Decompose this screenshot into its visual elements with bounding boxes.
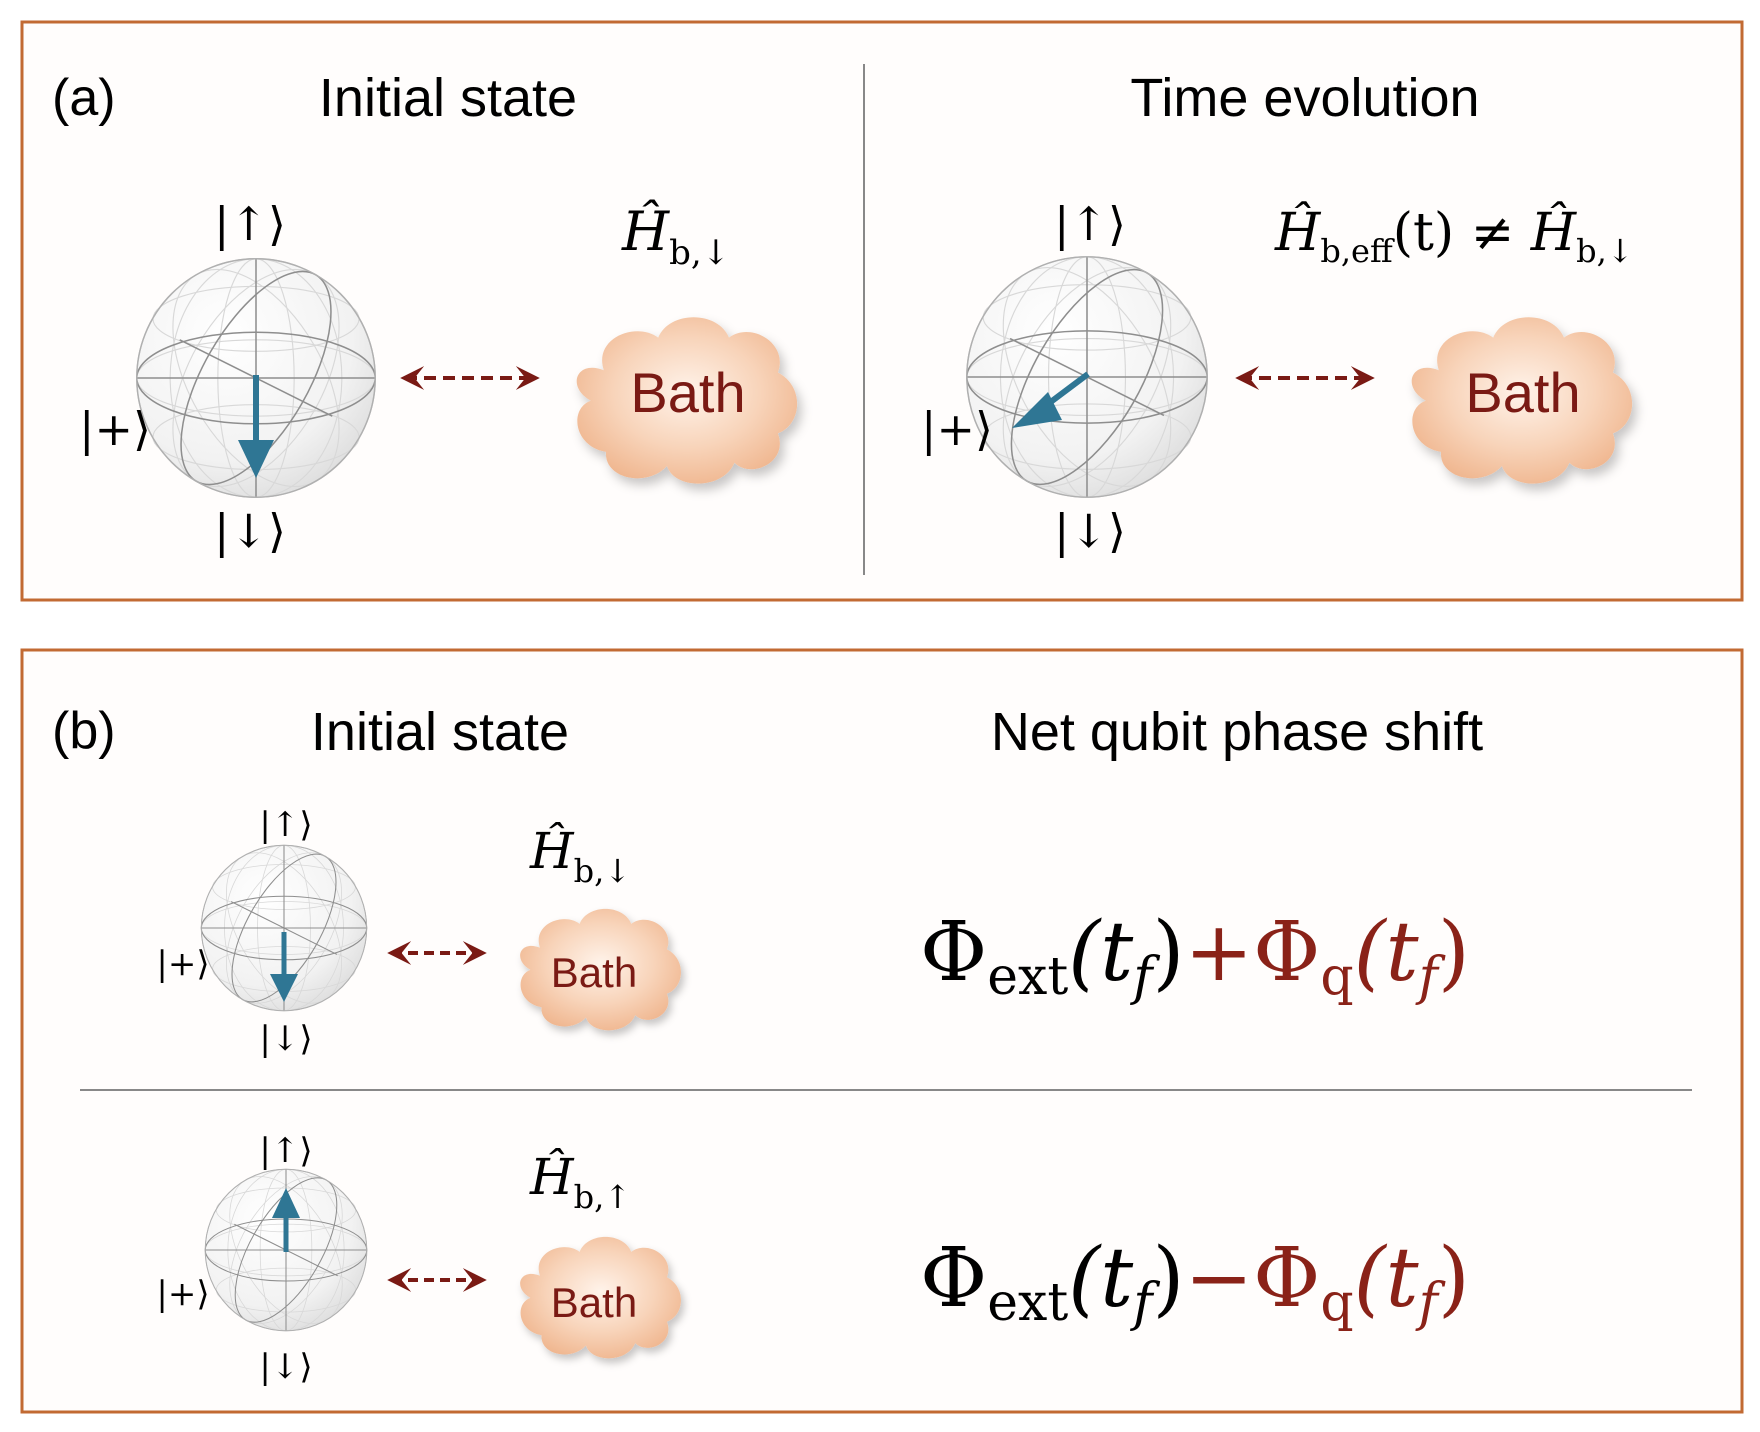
panel-a-right-title: Time evolution (1130, 68, 1479, 128)
state-arrow-down-head (238, 440, 274, 478)
bloch-sphere-b-up (204, 1156, 368, 1344)
ket-up-a1: |↑⟩ (214, 197, 286, 251)
ket-plus-a1: |+⟩ (79, 402, 151, 456)
panel-b-label: (b) (52, 702, 116, 760)
panel-a-left-title: Initial state (319, 68, 577, 128)
bloch-sphere-a-evolved (966, 238, 1208, 516)
ket-down-a1: |↓⟩ (214, 504, 286, 558)
hamiltonian-a2: Ĥb,eff(t) ≠ Ĥb,↓ (1274, 201, 1634, 270)
bath-label-b2: Bath (551, 1279, 637, 1326)
hamiltonian-b1: Ĥb,↓ (529, 821, 631, 890)
ket-plus-a2: |+⟩ (921, 402, 993, 456)
ket-up-a2: |↑⟩ (1054, 197, 1126, 251)
ket-plus-b1: |+⟩ (156, 944, 209, 984)
state-arrow-rotated-head (1012, 392, 1062, 428)
panel-a-label: (a) (52, 69, 116, 127)
bloch-sphere-a-initial (136, 240, 376, 516)
phase-shift-plus: Φext(tf)+Φq(tf) (920, 905, 1470, 1007)
bloch-sphere-b-down (200, 832, 368, 1024)
ket-down-b2: |↓⟩ (259, 1347, 312, 1387)
ket-down-a2: |↓⟩ (1054, 504, 1126, 558)
hamiltonian-b2: Ĥb,↑ (529, 1147, 631, 1216)
bath-label-b1: Bath (551, 949, 637, 996)
bath-label-a1: Bath (630, 361, 745, 424)
hamiltonian-a1: Ĥb,↓ (621, 199, 730, 273)
panel-b-right-title: Net qubit phase shift (991, 702, 1483, 762)
phase-shift-minus: Φext(tf)−Φq(tf) (920, 1231, 1470, 1333)
ket-plus-b2: |+⟩ (156, 1274, 209, 1314)
ket-down-b1: |↓⟩ (259, 1019, 312, 1059)
bath-label-a2: Bath (1465, 361, 1580, 424)
ket-up-b1: |↑⟩ (259, 805, 312, 845)
ket-up-b2: |↑⟩ (259, 1131, 312, 1171)
panel-b-left-title: Initial state (311, 702, 569, 762)
